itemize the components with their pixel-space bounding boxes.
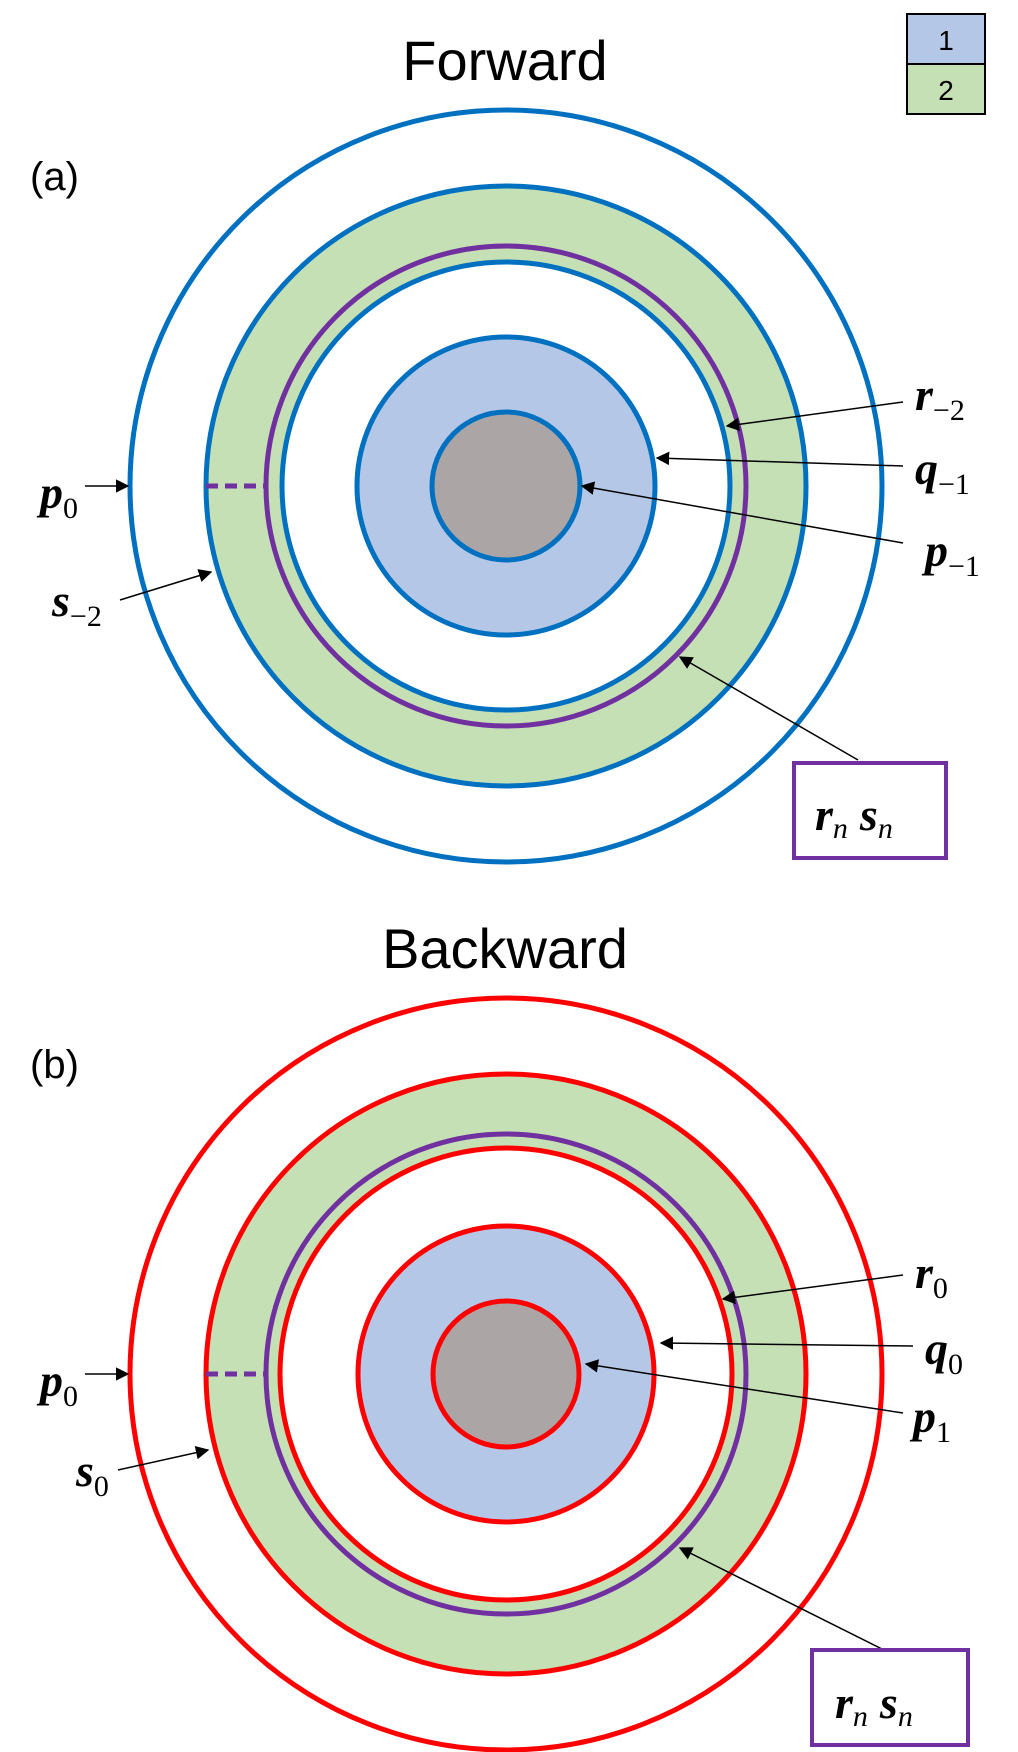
label-s-sub: −2 [70, 600, 102, 633]
label-p-main: p [921, 525, 948, 576]
arrow-r-forward [725, 401, 904, 432]
callout-s-main: s [879, 1677, 898, 1728]
callout-box-forward [792, 761, 948, 860]
callout-s-main: s [859, 789, 878, 840]
callout-s-sub: n [898, 1700, 913, 1733]
arrow-p-right-forward [580, 481, 904, 544]
ring-stack-backward [127, 995, 885, 1752]
outer-ring-forward [127, 107, 885, 865]
label-p-sub: −1 [948, 550, 980, 583]
arrow-box-backward [678, 1547, 889, 1653]
arrow-s-left-forward [119, 569, 213, 601]
legend: 1 2 [906, 13, 986, 115]
outer-ring-backward [127, 995, 885, 1752]
label-q-backward: q0 [925, 1323, 963, 1381]
ring-q-outer-forward [279, 259, 733, 713]
ring-q-forward [354, 334, 658, 638]
label-p-right-backward: p1 [909, 1391, 951, 1449]
arrow-q-backward [659, 1336, 914, 1350]
arrow-box-forward [678, 656, 859, 761]
label-s-main: s [51, 575, 70, 626]
arrow-s-left-backward [117, 1446, 210, 1471]
label-s-left-forward: s−2 [51, 575, 102, 633]
label-q-sub: 0 [948, 1348, 963, 1381]
legend-label-1: 1 [938, 25, 954, 56]
panel-forward: Forward (a) r−2 [30, 29, 980, 865]
label-r-main: r [915, 369, 934, 420]
label-q-sub: −1 [938, 468, 970, 501]
ring-q-outer-backward [277, 1145, 735, 1603]
callout-box-backward [810, 1648, 970, 1747]
label-p-sub: 0 [63, 1380, 78, 1413]
label-p-sub: 0 [63, 492, 78, 525]
arrow-r-backward [721, 1274, 904, 1305]
legend-label-2: 2 [938, 75, 954, 106]
arrows-backward [85, 1274, 914, 1653]
panel-backward: Backward (b) r0 [30, 917, 970, 1752]
label-s-left-backward: s0 [75, 1445, 109, 1503]
label-p-left-forward: p0 [36, 467, 78, 525]
ring-p-backward [430, 1298, 582, 1450]
core-disc-backward [433, 1301, 579, 1447]
panel-label-a: (a) [30, 155, 79, 199]
callout-s-sub: n [878, 812, 893, 845]
legend-swatch-2 [906, 63, 986, 115]
panel-title-forward: Forward [402, 29, 607, 92]
callout-r-main: r [815, 789, 834, 840]
label-p-left-backward: p0 [36, 1355, 78, 1413]
label-p-sub: 1 [936, 1416, 951, 1449]
arrows-forward [85, 401, 904, 761]
ring-p-forward [429, 409, 583, 563]
callout-r-main: r [835, 1677, 854, 1728]
label-s-sub: 0 [94, 1470, 109, 1503]
label-q-main: q [915, 443, 938, 494]
label-p-right-forward: p−1 [921, 525, 980, 583]
arrow-q-forward [655, 451, 904, 467]
label-q-forward: q−1 [915, 443, 970, 501]
label-p-main: p [36, 467, 63, 518]
label-s-main: s [75, 1445, 94, 1496]
core-disc-forward [432, 412, 580, 560]
label-r-sub: −2 [933, 394, 965, 427]
label-r-top-forward: r−2 [915, 369, 965, 427]
callout-r-sub: n [853, 1700, 868, 1733]
label-q-main: q [925, 1323, 948, 1374]
ring-stack-forward [127, 107, 885, 865]
label-p-main: p [909, 1391, 936, 1442]
label-r-top-backward: r0 [915, 1247, 948, 1305]
panel-label-b: (b) [30, 1043, 79, 1087]
label-r-main: r [915, 1247, 934, 1298]
label-p-main: p [36, 1355, 63, 1406]
callout-r-sub: n [833, 812, 848, 845]
label-r-sub: 0 [933, 1272, 948, 1305]
panel-title-backward: Backward [382, 917, 628, 980]
legend-swatch-1 [906, 13, 986, 65]
arrow-p-right-backward [584, 1359, 904, 1414]
